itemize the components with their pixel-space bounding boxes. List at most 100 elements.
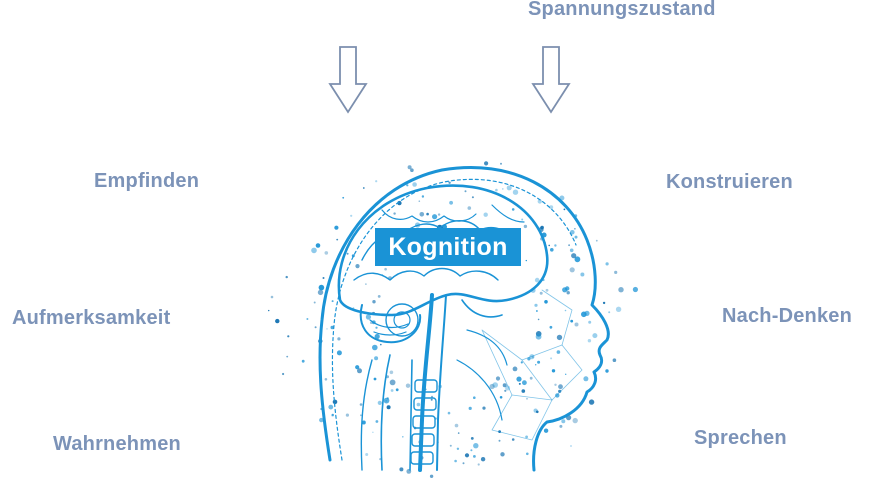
network-dot: [544, 300, 548, 304]
network-dot: [334, 225, 339, 230]
network-dot: [588, 399, 595, 405]
network-dot: [324, 378, 328, 381]
network-dot: [286, 355, 289, 358]
network-dot: [539, 291, 543, 295]
network-dot: [516, 376, 522, 382]
network-dot: [511, 438, 515, 441]
network-dot: [548, 244, 550, 247]
network-dot: [536, 410, 539, 414]
network-dot: [473, 455, 476, 458]
network-dot: [410, 168, 414, 172]
network-dot: [569, 267, 575, 273]
network-dot: [523, 224, 528, 229]
network-dot: [328, 404, 334, 410]
network-dot: [558, 389, 562, 393]
network-dot: [482, 406, 486, 410]
network-dot: [355, 264, 360, 269]
network-dot: [285, 275, 288, 279]
label-spannungszustand: Spannungszustand: [528, 0, 716, 20]
network-dot: [495, 188, 498, 192]
network-dot: [330, 325, 334, 330]
network-dot: [473, 443, 479, 449]
network-dot: [372, 344, 378, 351]
network-dot: [426, 212, 429, 216]
network-dot: [389, 379, 396, 386]
network-dot: [492, 382, 498, 388]
label-empfinden: Empfinden: [94, 170, 200, 192]
network-dot: [592, 333, 598, 339]
network-dot: [454, 423, 459, 428]
network-dot: [477, 463, 480, 466]
network-dot: [555, 393, 560, 398]
network-dot: [498, 439, 501, 442]
network-dot: [270, 295, 274, 299]
network-dot: [380, 343, 382, 346]
network-dot: [499, 396, 503, 399]
network-dot: [336, 350, 342, 356]
network-dot: [315, 243, 321, 248]
network-dot: [311, 247, 317, 254]
network-dot: [583, 376, 589, 382]
network-dot: [331, 413, 334, 416]
network-dot: [374, 356, 379, 361]
network-dot: [554, 383, 557, 386]
network-dot: [561, 419, 566, 424]
network-dot: [287, 335, 290, 338]
network-dot: [322, 277, 325, 279]
network-dot: [574, 322, 579, 327]
network-dot: [275, 318, 280, 324]
network-dot: [525, 259, 527, 262]
network-dot: [319, 417, 324, 423]
network-dot: [361, 420, 366, 425]
network-dot: [355, 365, 360, 370]
network-dot: [550, 248, 554, 252]
network-dot: [418, 200, 421, 202]
label-nach-denken: Nach-Denken: [722, 305, 853, 327]
network-dot: [605, 262, 609, 266]
network-dot: [282, 372, 285, 376]
network-dot: [565, 286, 570, 291]
network-dot: [377, 295, 381, 298]
network-dot: [345, 413, 349, 417]
network-dot: [432, 214, 438, 220]
network-dot: [470, 449, 473, 452]
network-dot: [480, 457, 486, 462]
network-dot: [534, 277, 540, 283]
network-dot: [447, 411, 451, 415]
network-dot: [566, 291, 570, 295]
network-dot: [324, 251, 329, 255]
network-dot: [351, 254, 355, 258]
network-dot: [301, 359, 305, 363]
network-dot: [502, 383, 507, 388]
network-dot: [550, 357, 553, 360]
network-dot: [565, 373, 567, 375]
network-dot: [350, 214, 353, 217]
network-dot: [470, 437, 474, 440]
network-dot: [614, 270, 618, 274]
network-dot: [467, 206, 472, 210]
network-dot: [572, 417, 578, 424]
network-dot: [529, 376, 533, 380]
network-dot: [419, 212, 425, 217]
network-dot: [412, 182, 417, 187]
network-dot: [359, 403, 363, 406]
network-dot: [326, 328, 328, 330]
label-sprechen: Sprechen: [694, 427, 787, 449]
brain-head-icon: [268, 161, 638, 478]
network-dot: [518, 382, 521, 385]
network-dot: [362, 187, 365, 189]
network-dot: [331, 300, 334, 303]
label-wahrnehmen: Wahrnehmen: [53, 433, 181, 455]
network-dot: [520, 361, 523, 364]
network-dot: [464, 453, 470, 458]
network-dot: [384, 267, 387, 271]
network-dot: [605, 369, 609, 373]
network-dot: [521, 389, 526, 393]
network-dot: [437, 213, 441, 216]
network-dot: [537, 199, 542, 204]
network-dot: [314, 326, 317, 329]
network-dot: [526, 397, 528, 400]
network-dot: [365, 314, 371, 320]
network-dot: [365, 283, 367, 285]
network-dot: [473, 396, 476, 400]
